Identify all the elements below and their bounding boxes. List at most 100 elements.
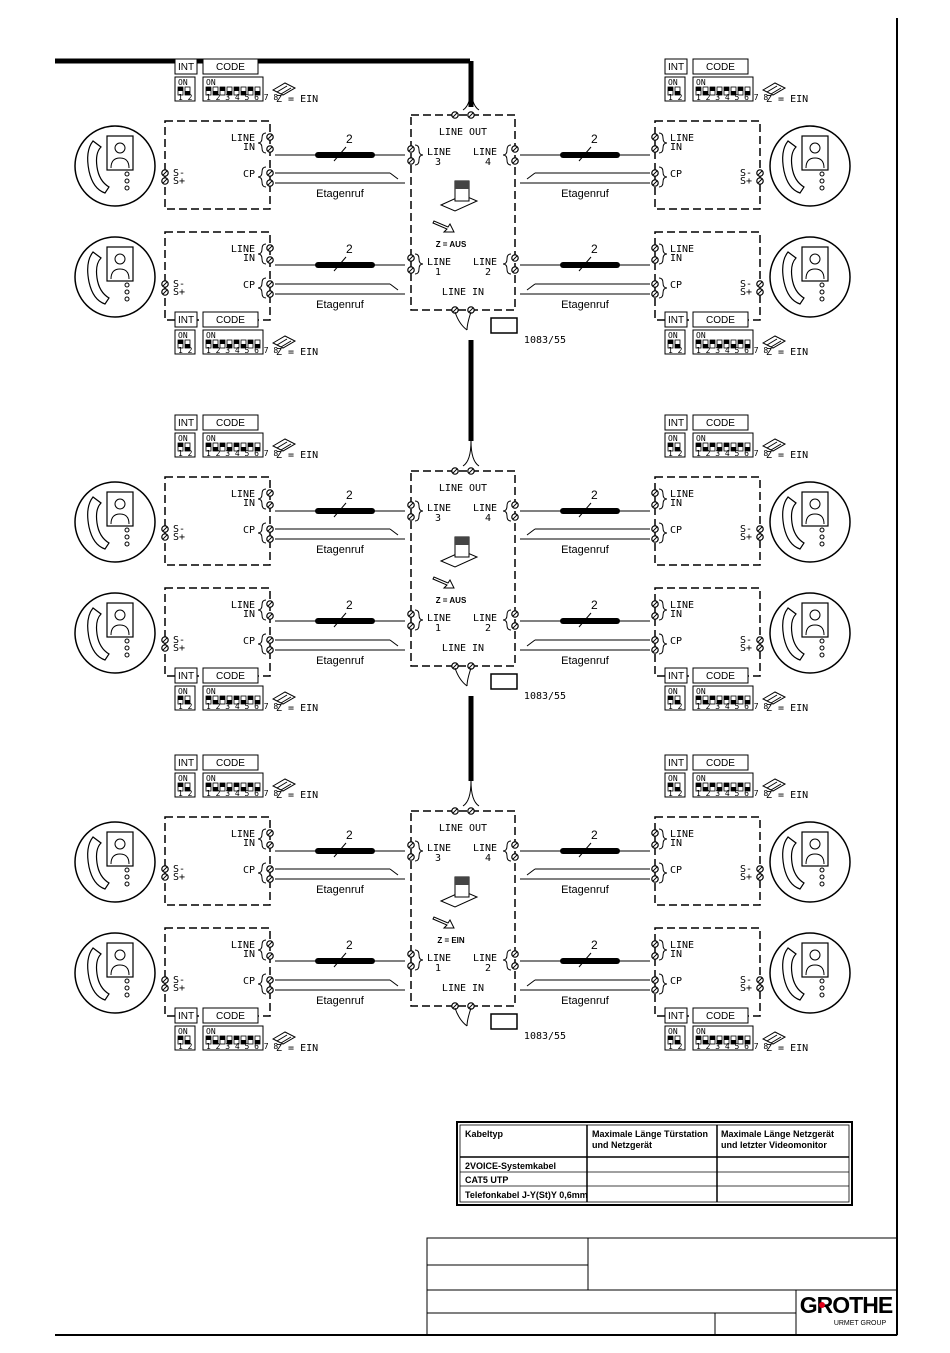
dip-knob <box>717 1040 722 1044</box>
monitor-button <box>819 296 825 302</box>
terminal-slot <box>408 611 414 617</box>
dip-knob <box>703 700 708 704</box>
in-label: IN <box>243 609 255 620</box>
screw-terminal <box>651 256 659 264</box>
wire-count: 2 <box>346 938 353 952</box>
monitor-button <box>819 652 825 658</box>
header-line-2: und Netzgerät <box>592 1140 652 1150</box>
line-number: 4 <box>485 157 491 168</box>
monitor-person-body <box>805 513 825 525</box>
bracket <box>658 599 668 621</box>
dip-numbers: 1 2 <box>178 449 193 458</box>
terminal-slot <box>652 601 658 607</box>
line-number: 1 <box>435 963 441 974</box>
monitor-box <box>654 476 761 566</box>
cable-jacket <box>315 618 375 624</box>
terminal-slot <box>757 526 763 532</box>
terminal-slot <box>267 866 273 872</box>
terminal-slot <box>652 245 658 251</box>
terminal-slot <box>267 134 273 140</box>
monitor-person-body <box>110 964 130 976</box>
dip-on-label: ON <box>178 78 188 87</box>
model-box <box>490 1013 518 1030</box>
dip-knob <box>178 340 183 344</box>
distributor-box <box>410 810 516 1007</box>
terminal-slot <box>757 178 763 184</box>
jumper-icon: Z = EIN <box>761 778 808 801</box>
dip-knob <box>185 91 190 95</box>
monitor-person-head <box>809 838 821 850</box>
line-label: LINE <box>473 257 497 268</box>
dip-knob <box>178 1036 183 1040</box>
dip-knob <box>220 783 225 787</box>
riser-split <box>462 780 480 807</box>
screw-terminal <box>407 610 415 618</box>
screw-terminal <box>161 280 169 288</box>
video-monitor-icon <box>769 932 851 1014</box>
cable-slash <box>333 146 347 162</box>
line-label: LINE <box>231 600 255 611</box>
dip-on-label: ON <box>206 774 216 783</box>
terminal-slot <box>757 534 763 540</box>
dip-knob <box>703 344 708 348</box>
terminal-slot <box>652 842 658 848</box>
screw-terminal <box>651 169 659 177</box>
cable-slash <box>333 502 347 518</box>
line-label: LINE <box>231 133 255 144</box>
dip-knob <box>703 1040 708 1044</box>
screw-terminal <box>266 612 274 620</box>
etagenruf-switch <box>526 868 536 876</box>
dip-knob <box>710 696 715 700</box>
monitor-person-body <box>805 157 825 169</box>
dip-knob <box>668 87 673 91</box>
screw-terminal <box>651 875 659 883</box>
bracket <box>257 828 267 850</box>
monitor-handset <box>87 251 110 305</box>
dip-knob <box>185 787 190 791</box>
screw-terminal <box>651 244 659 252</box>
terminal-slot <box>468 1003 474 1009</box>
monitor-person-head <box>809 253 821 265</box>
line-label: LINE <box>670 133 694 144</box>
jumper-lines <box>276 338 292 348</box>
screw-terminal <box>651 133 659 141</box>
monitor-handset <box>782 251 805 305</box>
cable-slash <box>333 952 347 968</box>
dip-knob <box>745 344 750 348</box>
terminal-slot <box>757 281 763 287</box>
terminal-slot <box>267 245 273 251</box>
terminal-slot <box>267 637 273 643</box>
jumper-label: Z = EIN <box>276 450 318 461</box>
dip-switch-code: ON1 2 3 4 5 6 7 8 <box>692 76 768 102</box>
jumper-label: Z = EIN <box>766 94 808 105</box>
bracket <box>414 144 424 166</box>
terminal-slot <box>512 146 518 152</box>
monitor-handset <box>782 140 805 194</box>
riser-split <box>462 440 480 467</box>
line-number: 2 <box>485 623 491 634</box>
dip-numbers: 1 2 <box>178 789 193 798</box>
screw-terminal <box>651 501 659 509</box>
terminal-slot <box>468 112 474 118</box>
dip-knob <box>206 340 211 344</box>
etagenruf-label: Etagenruf <box>316 655 365 667</box>
terminal-slot <box>652 941 658 947</box>
dip-knob <box>185 344 190 348</box>
terminal-slot <box>652 977 658 983</box>
terminal-slot <box>652 536 658 542</box>
line-label: LINE <box>670 244 694 255</box>
monitor-person-body <box>805 268 825 280</box>
dip-knob <box>220 87 225 91</box>
video-monitor-icon <box>769 592 851 674</box>
bracket <box>658 277 668 299</box>
dip-knob <box>255 91 260 95</box>
dip-switch-int: ON1 2 <box>664 685 686 711</box>
terminal-slot <box>652 987 658 993</box>
screw-terminal <box>651 976 659 984</box>
dip-switch-int: ON1 2 <box>664 329 686 355</box>
dip-knob <box>255 787 260 791</box>
screw-terminal <box>266 145 274 153</box>
terminal-slot <box>512 514 518 520</box>
cp-label: CP <box>243 169 255 180</box>
